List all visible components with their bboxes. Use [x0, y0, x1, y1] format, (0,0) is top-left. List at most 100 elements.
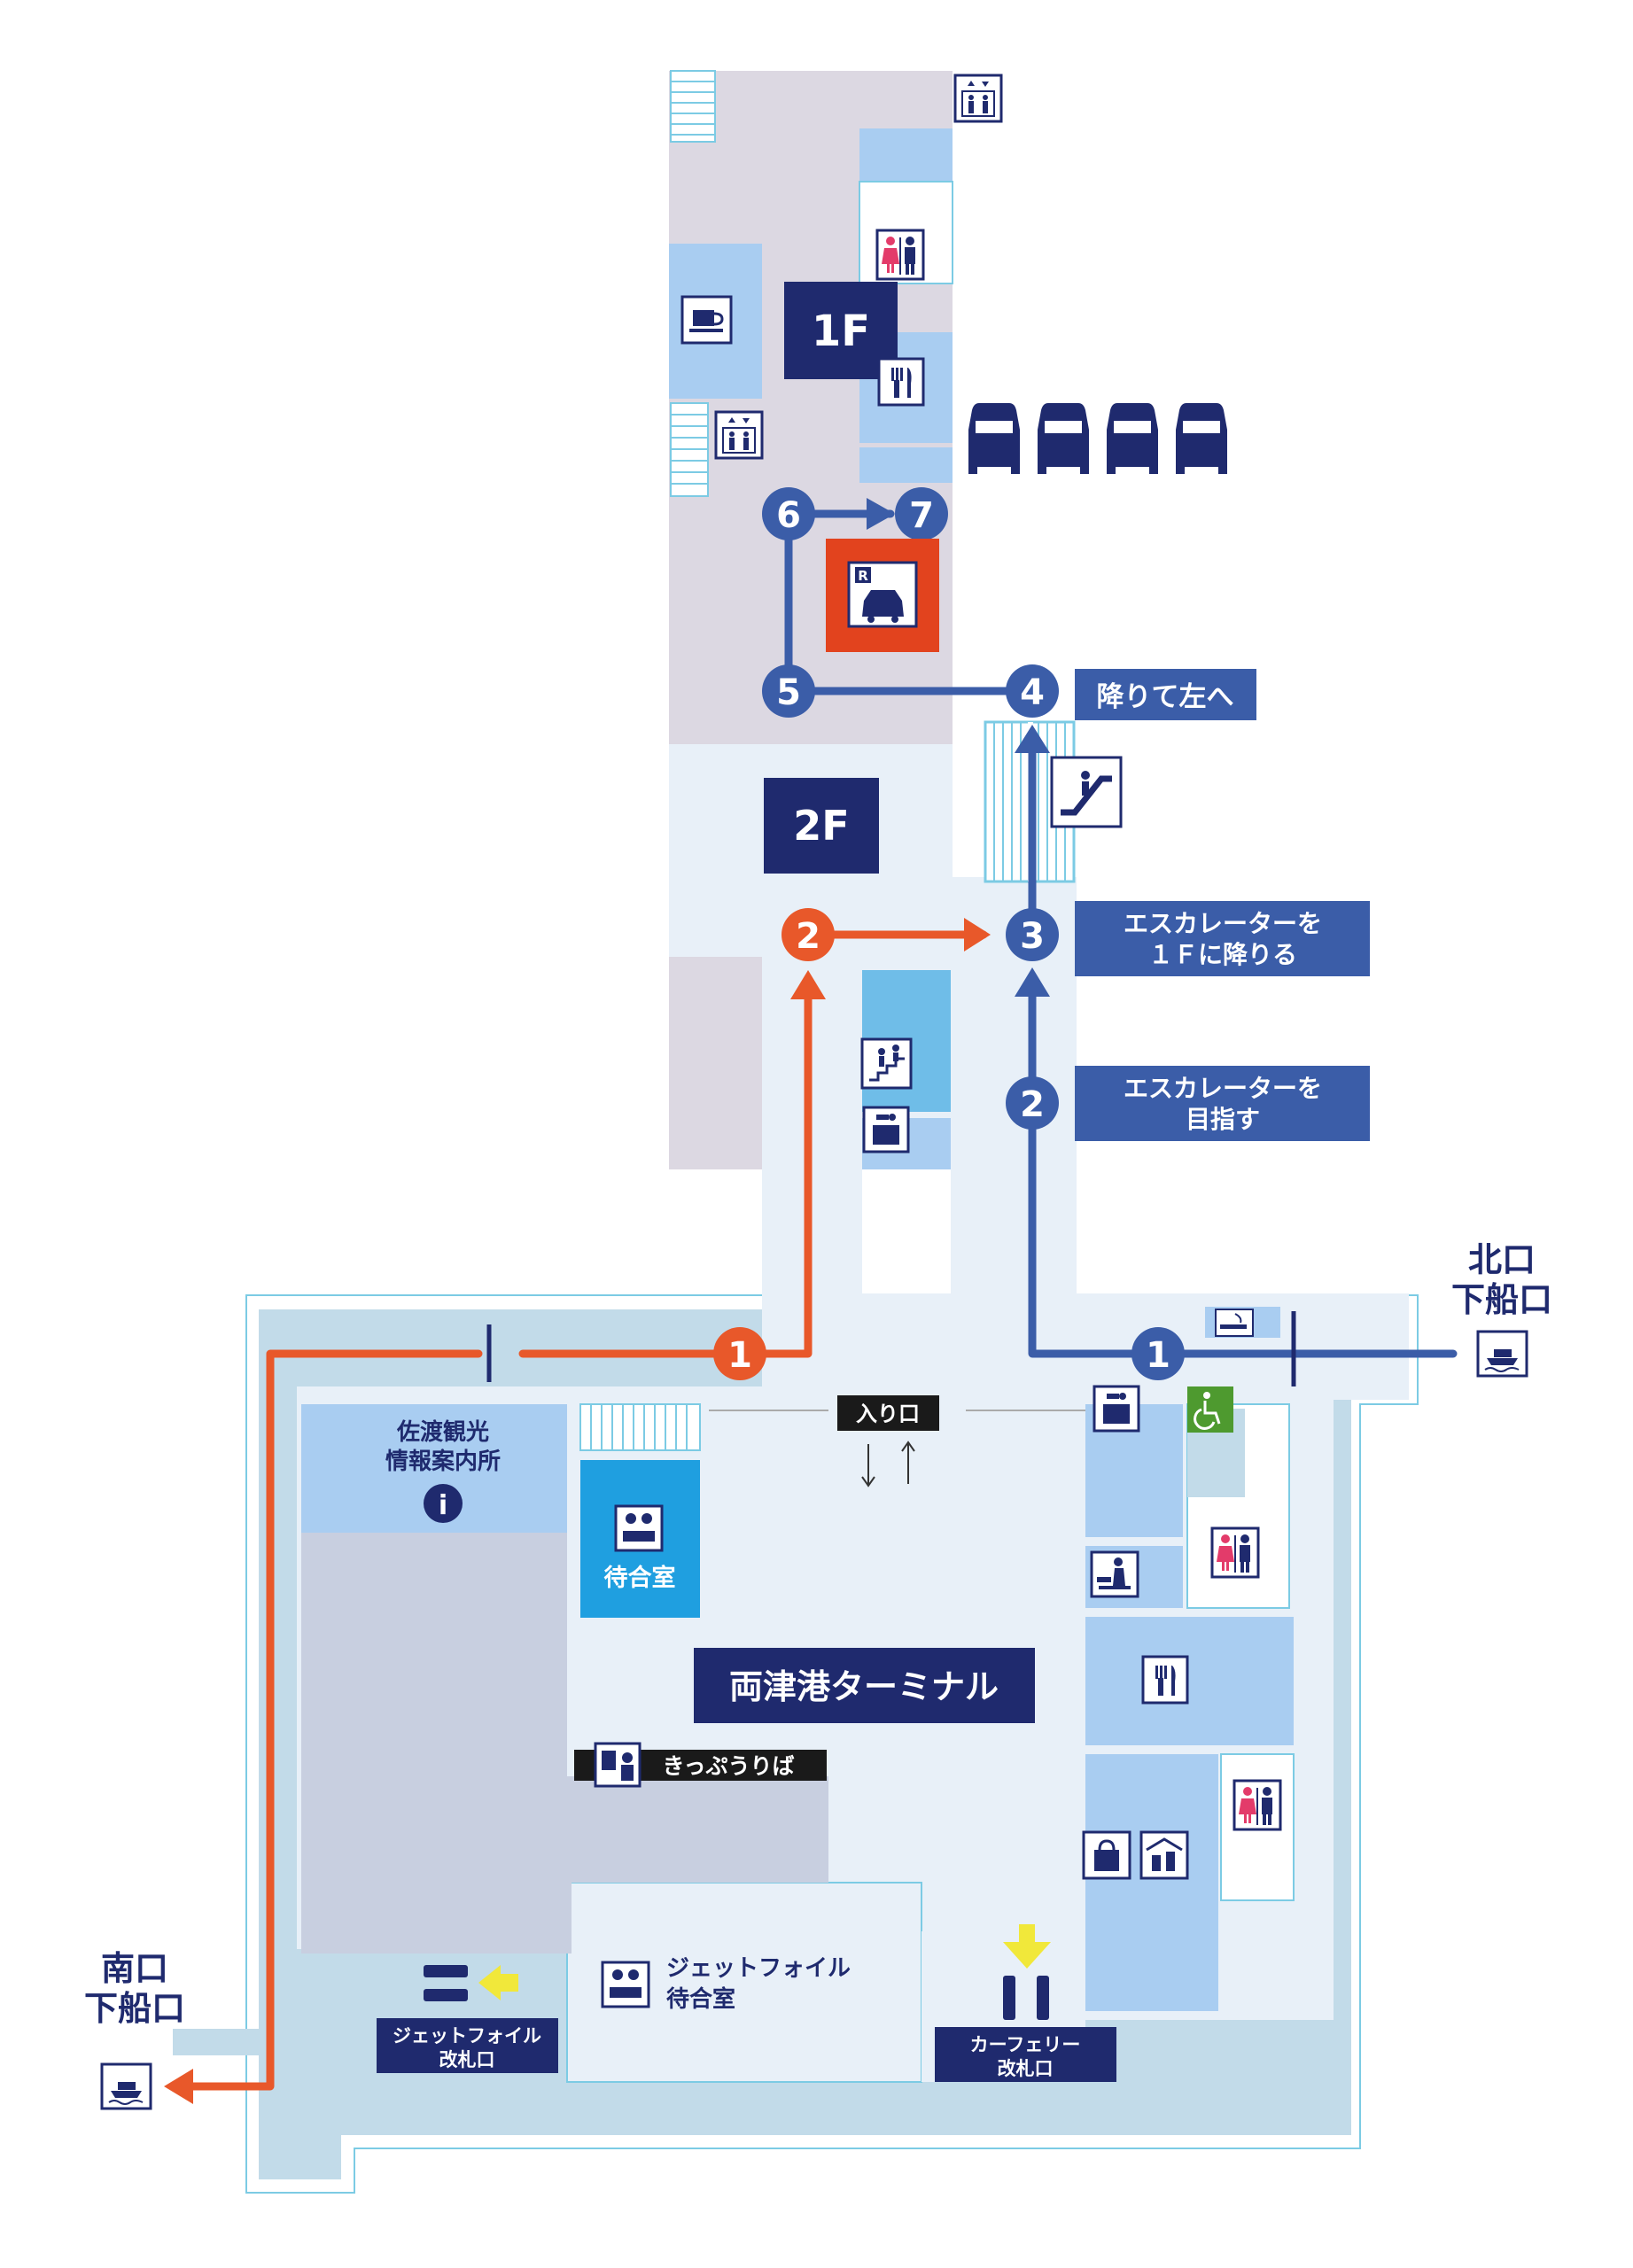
svg-text:下船口: 下船口: [84, 1989, 185, 2028]
restaurant-icon: [877, 357, 925, 407]
info-icon: [424, 1484, 463, 1523]
restroom-icon: [1233, 1779, 1282, 1831]
step-blue-7: 7: [895, 487, 948, 540]
step-blue-3: 3: [1006, 908, 1059, 961]
white-room-2f: [862, 1169, 951, 1293]
callout-descend-left: 降りて左へ: [1075, 669, 1256, 720]
svg-text:i: i: [439, 1490, 447, 1521]
step-blue-4: 4: [1006, 664, 1059, 718]
svg-text:3: 3: [1020, 916, 1045, 957]
svg-text:待合室: 待合室: [604, 1564, 676, 1592]
jetfoil-waiting-label: ジェットフォイル 待合室: [601, 1955, 851, 2013]
svg-text:1: 1: [727, 1335, 752, 1376]
svg-text:2F: 2F: [793, 802, 849, 850]
ticket-counter-label: きっぷうりば: [574, 1742, 827, 1788]
right-room-2: [1085, 1449, 1183, 1537]
svg-text:情報案内所: 情報案内所: [385, 1448, 501, 1475]
step-blue-5: 5: [762, 664, 815, 718]
svg-text:入り口: 入り口: [856, 1402, 920, 1426]
step-orange-1: 1: [713, 1327, 766, 1380]
orange-route: [182, 930, 988, 2091]
stairs-top: [670, 70, 716, 143]
svg-text:7: 7: [909, 495, 934, 536]
waiting-room-icon: [601, 1961, 650, 2008]
svg-text:エスカレーターを: エスカレーターを: [1124, 1074, 1322, 1103]
svg-text:両津港ターミナル: 両津港ターミナル: [729, 1667, 999, 1706]
blue-arrowheads: [867, 498, 1050, 997]
arrow-icon: [1015, 967, 1050, 997]
locker-icon: [1093, 1385, 1140, 1433]
restroom-icon: [875, 229, 925, 281]
waiting-room-icon: [614, 1504, 664, 1552]
terminal-name-label: 両津港ターミナル: [694, 1648, 1035, 1723]
stairs-mid: [670, 402, 709, 497]
callout-escalator-down: エスカレーターを １Ｆに降りる: [1075, 901, 1370, 976]
stairs-ground: [579, 1403, 701, 1451]
cafe-icon: [680, 295, 733, 345]
floor-label-2f: 2F: [764, 778, 879, 874]
restroom-icon: [1210, 1526, 1260, 1579]
exit-north-label: 北口 下船口: [1451, 1240, 1552, 1319]
convenience-store-icon: [1139, 1830, 1189, 1880]
svg-text:降りて左へ: 降りて左へ: [1097, 681, 1234, 713]
ticket-machine-icon: [594, 1742, 642, 1788]
svg-text:１Ｆに降りる: １Ｆに降りる: [1148, 940, 1297, 969]
car-ferry-gate: カーフェリー 改札口: [935, 1924, 1116, 2082]
jetfoil-gate: ジェットフォイル 改札口: [377, 1965, 558, 2073]
svg-text:目指す: 目指す: [1186, 1105, 1260, 1134]
stairs-icon: [860, 1037, 913, 1090]
arrow-icon: [478, 1965, 518, 2000]
wheelchair-icon: [1187, 1386, 1233, 1433]
restaurant-room-ground: [1085, 1617, 1294, 1745]
smoking-area-icon: [1215, 1309, 1254, 1337]
elevator-icon: [953, 74, 1003, 123]
step-blue-2: 2: [1006, 1076, 1059, 1130]
svg-text:1F: 1F: [812, 307, 870, 356]
step-blue-1: 1: [1131, 1327, 1185, 1380]
gray-block: [301, 1533, 828, 1953]
arrow-icon: [790, 970, 826, 999]
car-icon: [968, 403, 1227, 474]
arrow-icon: [1015, 725, 1050, 753]
arrow-icon: [164, 2069, 193, 2104]
svg-text:5: 5: [776, 672, 801, 713]
room-top: [859, 128, 953, 182]
svg-text:きっぷうりば: きっぷうりば: [662, 1753, 794, 1779]
room-small-1f: [859, 447, 953, 483]
svg-text:1: 1: [1146, 1335, 1170, 1376]
svg-text:2: 2: [796, 916, 820, 957]
arrow-icon: [964, 918, 991, 951]
svg-text:カーフェリー: カーフェリー: [970, 2034, 1081, 2055]
arrow-icon: [1003, 1924, 1051, 1969]
arrow-icon: [867, 498, 895, 530]
ship-icon: [100, 2062, 152, 2110]
restaurant-icon: [1141, 1655, 1189, 1705]
svg-text:待合室: 待合室: [666, 1985, 735, 2013]
callout-head-escalator: エスカレーターを 目指す: [1075, 1066, 1370, 1141]
entrance-label: 入り口: [837, 1395, 939, 1487]
svg-text:エスカレーターを: エスカレーターを: [1124, 909, 1322, 938]
rental-car-icon: R: [826, 539, 939, 652]
step-blue-6: 6: [762, 487, 815, 540]
svg-text:改札口: 改札口: [439, 2049, 495, 2070]
orange-arrowheads: [164, 918, 991, 2104]
svg-text:4: 4: [1020, 672, 1045, 713]
tourism-info-label: 佐渡観光 情報案内所 i: [385, 1418, 501, 1523]
svg-text:南口: 南口: [101, 1949, 168, 1988]
svg-text:6: 6: [776, 495, 801, 536]
locker-icon: [862, 1106, 910, 1153]
svg-text:改札口: 改札口: [998, 2058, 1054, 2079]
svg-text:北口: 北口: [1468, 1240, 1536, 1279]
baby-care-icon: [1090, 1550, 1139, 1598]
svg-text:2: 2: [1020, 1084, 1045, 1125]
waiting-room-label: 待合室: [604, 1504, 676, 1592]
ship-icon: [1476, 1330, 1528, 1378]
shop-room: [1085, 1754, 1218, 2011]
svg-text:ジェットフォイル: ジェットフォイル: [393, 2025, 541, 2047]
souvenir-shop-icon: [1082, 1830, 1131, 1880]
escalator-icon: [1050, 756, 1123, 828]
svg-text:ジェットフォイル: ジェットフォイル: [666, 1955, 851, 1982]
step-orange-2: 2: [782, 908, 835, 961]
elevator-icon: [714, 410, 764, 460]
